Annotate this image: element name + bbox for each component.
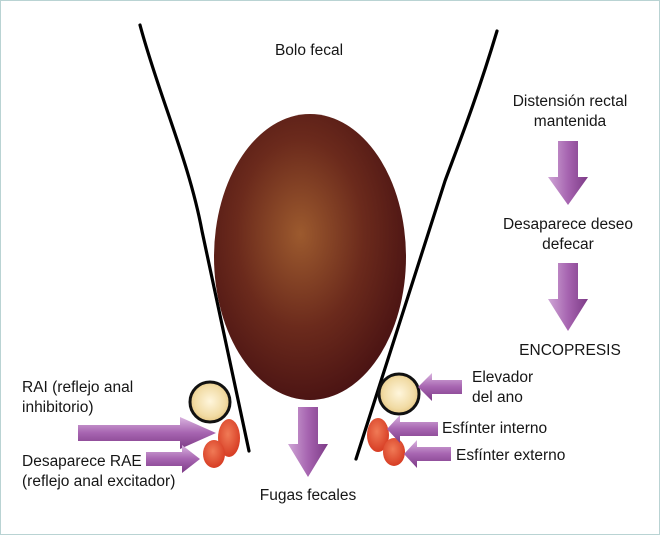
external-sphincter-left [203,440,225,468]
encopresis-label: ENCOPRESIS [519,342,621,359]
levator-label-line2: del ano [472,389,523,406]
distension-label-line1: Distensión rectal [512,93,628,110]
levator-arrow [418,373,462,401]
external-sphincter-label: Esfínter externo [456,447,566,464]
desire-label-line2: defecar [542,236,594,253]
levator-ani-right [377,372,421,416]
internal-sphincter-label: Esfínter interno [442,420,548,437]
internal-sphincter-arrow [387,415,438,443]
rae-label-line2: (reflejo anal excitador) [22,473,176,490]
external-sphincter-right [383,438,405,466]
distension-label-line2: mantenida [533,113,607,130]
external-sphincter-arrow [404,440,451,468]
arrow-distension-to-desire [548,141,588,205]
rae-arrow [146,445,200,473]
levator-ani-left [188,380,232,424]
desire-label-line1: Desaparece deseo [502,216,634,233]
leakage-label: Fugas fecales [259,487,357,504]
right-rectal-wall [354,29,499,461]
fecal-bolus [214,114,406,400]
left-rectal-wall [138,23,251,453]
bolus-label: Bolo fecal [274,42,344,59]
rae-label-line1: Desaparece RAE [22,453,142,470]
rai-arrow [78,417,216,449]
rai-label-line1: RAI (reflejo anal [22,379,134,396]
arrow-desire-to-encopresis [548,263,588,331]
internal-sphincter-right [367,418,389,452]
rai-label-line2: inhibitorio) [22,399,94,416]
levator-label-line1: Elevador [472,369,534,386]
leakage-arrow [288,407,328,477]
